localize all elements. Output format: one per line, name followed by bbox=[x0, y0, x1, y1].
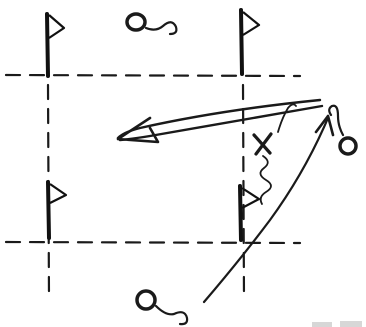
overlap-run-arrow bbox=[204, 116, 333, 302]
dribble-squiggle-path bbox=[260, 156, 271, 204]
flag-top-right bbox=[241, 10, 259, 74]
grid-line-top-horizontal bbox=[6, 75, 300, 76]
flag-bottom-left bbox=[48, 182, 66, 238]
grid-lines bbox=[6, 75, 300, 300]
player-marker-top bbox=[127, 14, 176, 34]
grid-line-bottom-horizontal bbox=[6, 242, 300, 243]
flag-top-left bbox=[47, 14, 64, 76]
player-marker-right bbox=[329, 106, 356, 154]
corner-gray-blocks bbox=[312, 321, 362, 327]
grid-line-right-vertical bbox=[243, 85, 244, 300]
long-pass-arrow bbox=[118, 100, 322, 142]
player-marker-bottom bbox=[137, 291, 187, 324]
